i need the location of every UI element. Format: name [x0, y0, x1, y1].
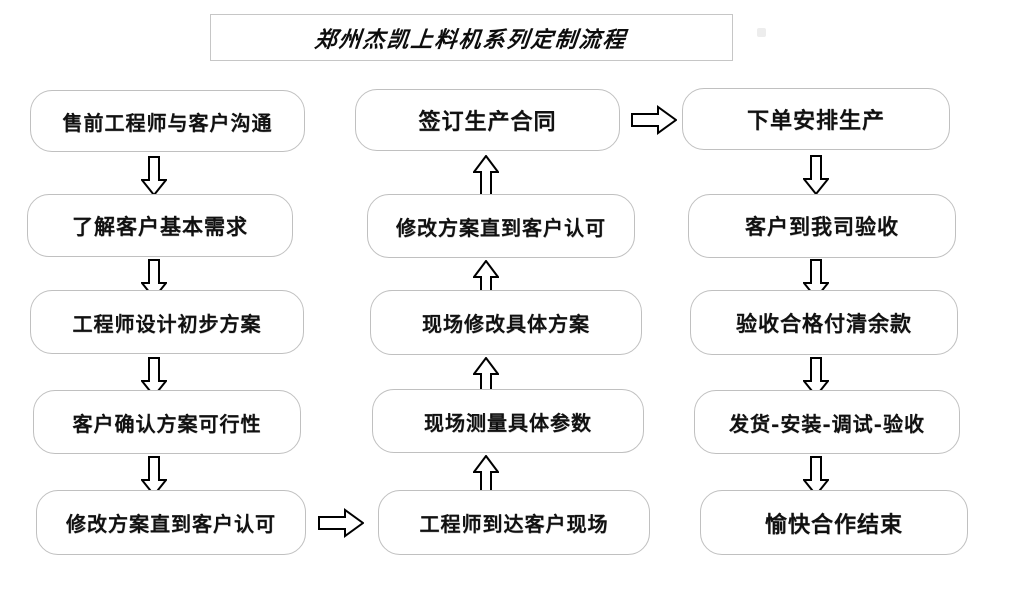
node-col2-2[interactable]: 修改方案直到客户认可 — [367, 194, 635, 258]
arrow-right-col1-to-col2 — [318, 508, 364, 538]
node-col3-2[interactable]: 客户到我司验收 — [688, 194, 956, 258]
node-col3-3-label: 验收合格付清余款 — [736, 310, 912, 336]
node-col1-2[interactable]: 了解客户基本需求 — [27, 194, 293, 257]
node-col2-5[interactable]: 工程师到达客户现场 — [378, 490, 650, 555]
node-col3-5-label: 愉快合作结束 — [764, 511, 903, 538]
node-col3-4-label: 发货-安装-调试-验收 — [729, 411, 925, 436]
node-col2-2-label: 修改方案直到客户认可 — [396, 215, 606, 240]
node-col3-1-label: 下单安排生产 — [746, 108, 885, 134]
node-col1-5-label: 修改方案直到客户认可 — [66, 512, 276, 536]
scan-artifact — [757, 28, 766, 37]
node-col3-3[interactable]: 验收合格付清余款 — [690, 290, 958, 355]
node-col2-4-label: 现场测量具体参数 — [424, 410, 592, 435]
node-col1-3-label: 工程师设计初步方案 — [72, 311, 262, 336]
node-col2-1-label: 签订生产合同 — [418, 109, 557, 135]
arrow-right-col2-to-col3 — [631, 105, 677, 135]
node-col1-4-label: 客户确认方案可行性 — [72, 411, 262, 436]
node-col1-1-label: 售前工程师与客户沟通 — [62, 110, 273, 135]
node-col3-1[interactable]: 下单安排生产 — [682, 88, 950, 150]
arrow-up-col2-1 — [473, 155, 499, 197]
arrow-down-col3-3 — [803, 357, 829, 397]
node-col2-1[interactable]: 签订生产合同 — [355, 89, 620, 151]
arrow-down-col1-3 — [141, 357, 167, 397]
node-col1-5[interactable]: 修改方案直到客户认可 — [36, 490, 306, 555]
page-title: 郑州杰凯上料机系列定制流程 — [313, 26, 629, 53]
node-col1-1[interactable]: 售前工程师与客户沟通 — [30, 90, 305, 152]
node-col2-5-label: 工程师到达客户现场 — [419, 512, 609, 536]
node-col2-3[interactable]: 现场修改具体方案 — [370, 290, 642, 355]
node-col1-3[interactable]: 工程师设计初步方案 — [30, 290, 304, 354]
node-col3-2-label: 客户到我司验收 — [745, 214, 899, 239]
arrow-down-col1-1 — [141, 156, 167, 196]
arrow-down-col1-4 — [141, 456, 167, 496]
node-col1-4[interactable]: 客户确认方案可行性 — [33, 390, 301, 454]
node-col3-4[interactable]: 发货-安装-调试-验收 — [694, 390, 960, 454]
node-col3-5[interactable]: 愉快合作结束 — [700, 490, 968, 555]
diagram-title-box: 郑州杰凯上料机系列定制流程 — [210, 14, 733, 61]
arrow-down-col3-1 — [803, 155, 829, 195]
arrow-down-col3-4 — [803, 456, 829, 496]
node-col2-3-label: 现场修改具体方案 — [422, 312, 590, 336]
node-col2-4[interactable]: 现场测量具体参数 — [372, 389, 644, 453]
node-col1-2-label: 了解客户基本需求 — [72, 213, 248, 239]
